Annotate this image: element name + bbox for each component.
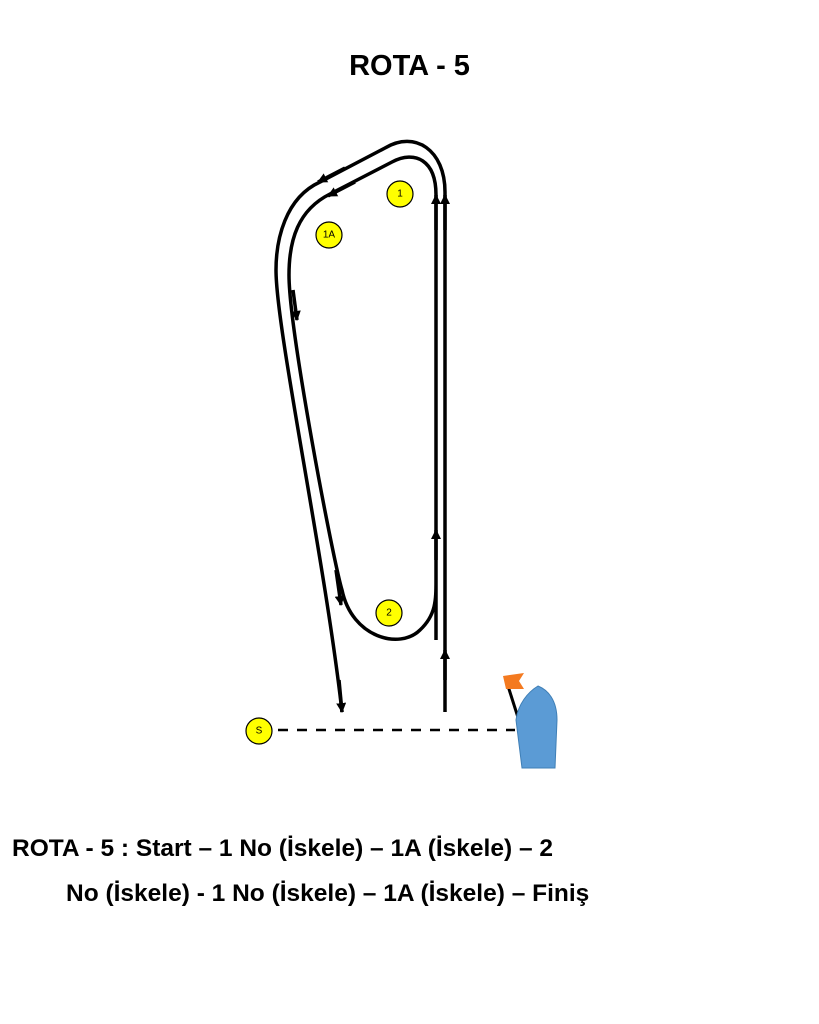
mark-s-label: S bbox=[256, 726, 263, 737]
mark-2: 2 bbox=[375, 599, 403, 627]
boat-hull bbox=[515, 685, 558, 769]
mark-s: S bbox=[245, 717, 273, 745]
description-line-2: No (İskele) - 1 No (İskele) – 1A (İskele… bbox=[66, 880, 590, 907]
flag-icon bbox=[503, 673, 524, 689]
arrow-down-upper bbox=[290, 289, 301, 321]
mark-1-label: 1 bbox=[397, 189, 403, 200]
course-outer-path bbox=[274, 139, 447, 713]
description-line-1: ROTA - 5 : Start – 1 No (İskele) – 1A (İ… bbox=[12, 835, 553, 862]
course-inner-path bbox=[287, 155, 438, 641]
committee-boat-icon bbox=[503, 673, 558, 769]
mark-1: 1 bbox=[386, 180, 414, 208]
mark-2-label: 2 bbox=[386, 608, 392, 619]
page-title: ROTA - 5 bbox=[349, 50, 470, 82]
mark-1a-label: 1A bbox=[323, 230, 336, 241]
course-description: ROTA - 5 : Start – 1 No (İskele) – 1A (İ… bbox=[12, 826, 812, 916]
arrow-down-lower bbox=[334, 569, 345, 606]
arrow-finish-down bbox=[336, 679, 347, 713]
arrow-top-outer-left bbox=[317, 166, 346, 184]
arrow-top-inner-left bbox=[327, 180, 356, 198]
mark-1a: 1A bbox=[315, 221, 343, 249]
